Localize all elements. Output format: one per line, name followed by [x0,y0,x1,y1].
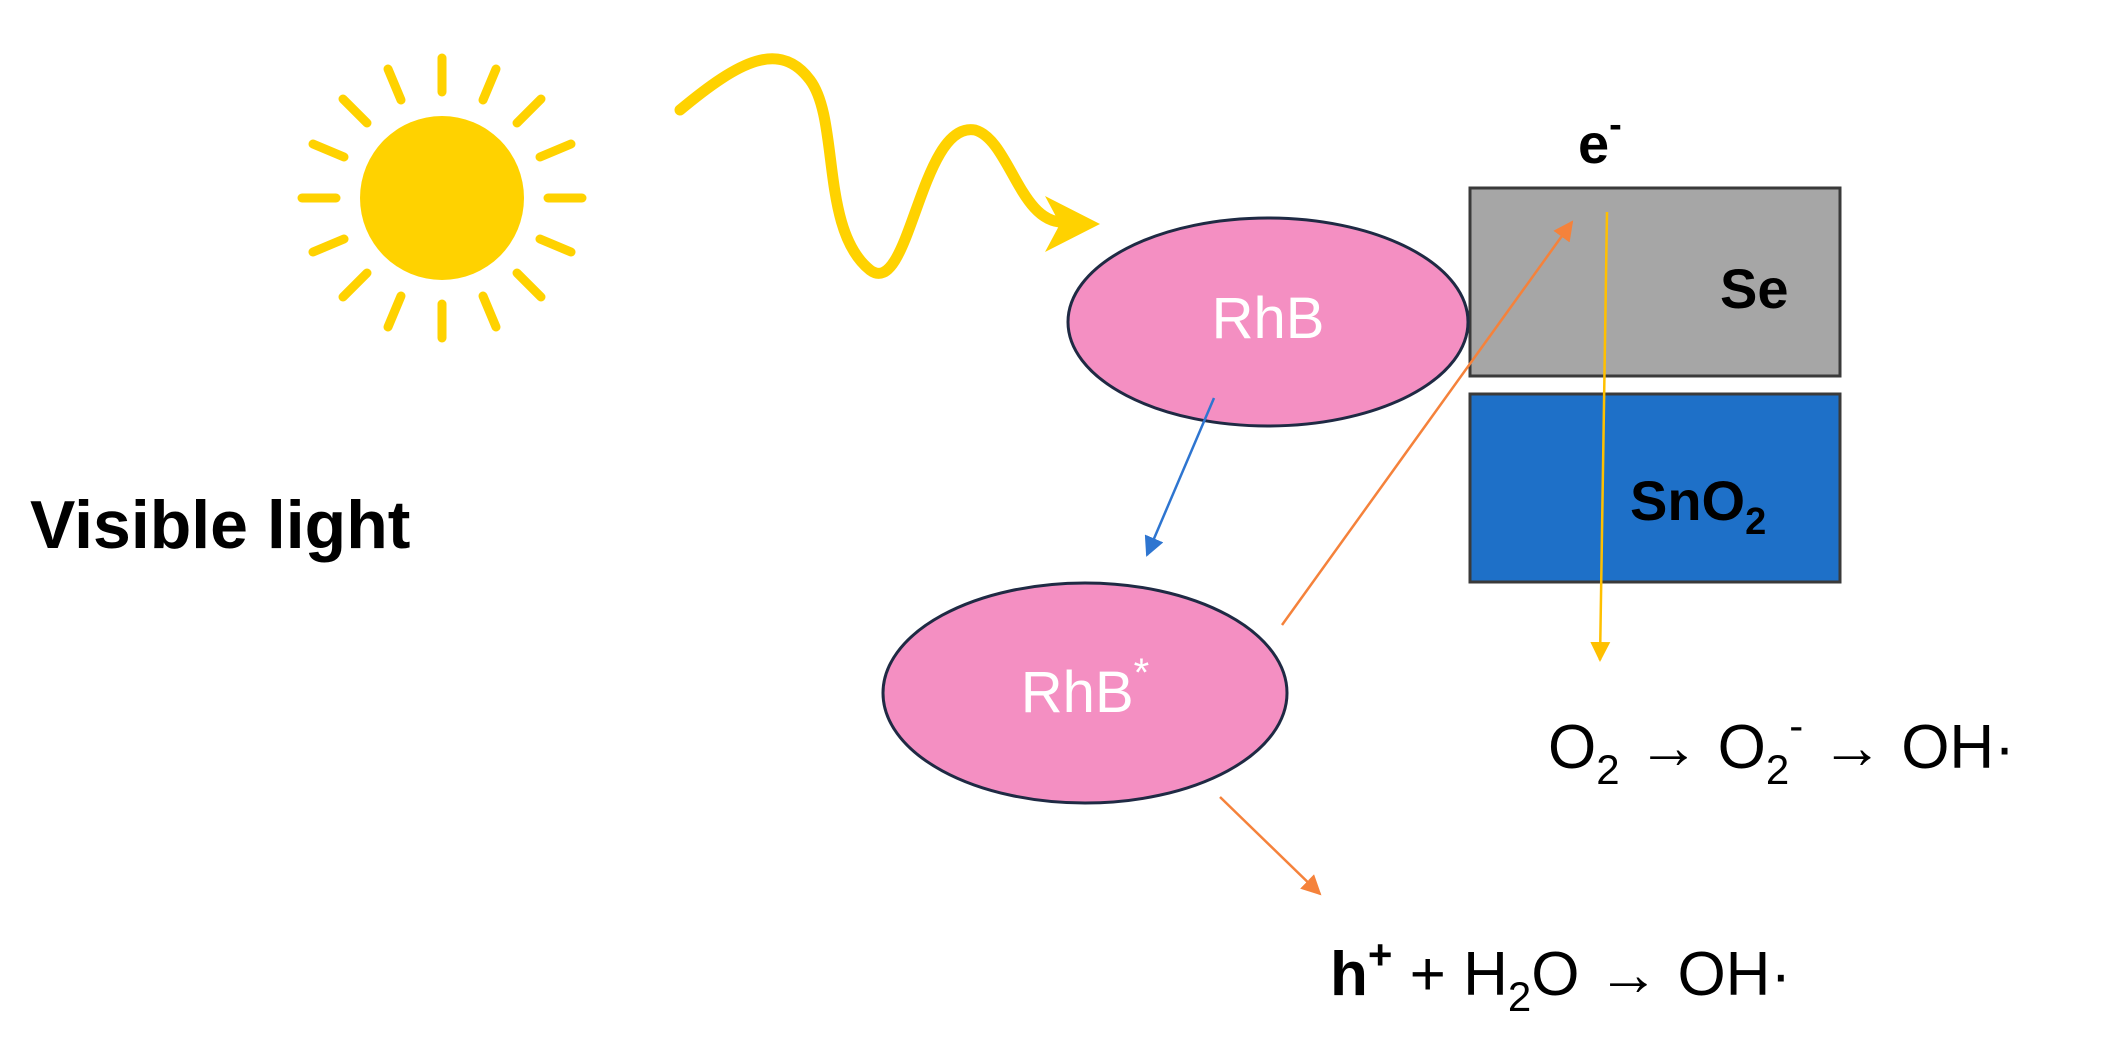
sno2-label: SnO2 [1630,469,1766,543]
rhb-excited-label: RhB* [1021,651,1149,725]
hole-reaction: h+ + H2O→OH· [1330,931,1791,1020]
electron-transfer-arrow [1280,220,1574,626]
rhb-ellipse [1066,216,1470,428]
hole-superscript: + [1368,931,1393,978]
wavy-light-arrow [674,53,1100,279]
electron-to-oxygen-arrow [1590,211,1611,662]
o2-subscript: 2 [1596,746,1619,793]
sno2-layer [1468,392,1842,584]
reaction-arrow-1: → [1638,713,1700,782]
electron-superscript: - [1609,104,1622,146]
o2-radical-superscript: - [1789,702,1803,749]
hole-arrow [1219,796,1322,896]
se-layer [1468,186,1842,378]
rhb-excited-superscript: * [1134,651,1150,695]
o2-radical-subscript: 2 [1766,746,1789,793]
reaction-arrow-2: → [1821,713,1883,782]
rhb-label: RhB [1212,286,1325,351]
sun-icon [297,53,587,343]
oxygen-reaction: O2→O2-→OH· [1548,702,2015,793]
rhb-excited-ellipse [881,581,1289,805]
visible-light-label: Visible light [30,487,410,563]
reaction-arrow-3: → [1597,940,1659,1009]
se-label: Se [1720,257,1789,320]
sno2-subscript: 2 [1745,501,1766,543]
h2o-subscript: 2 [1508,973,1531,1020]
electron-label: e- [1578,104,1622,175]
excitation-arrow [1144,397,1216,557]
